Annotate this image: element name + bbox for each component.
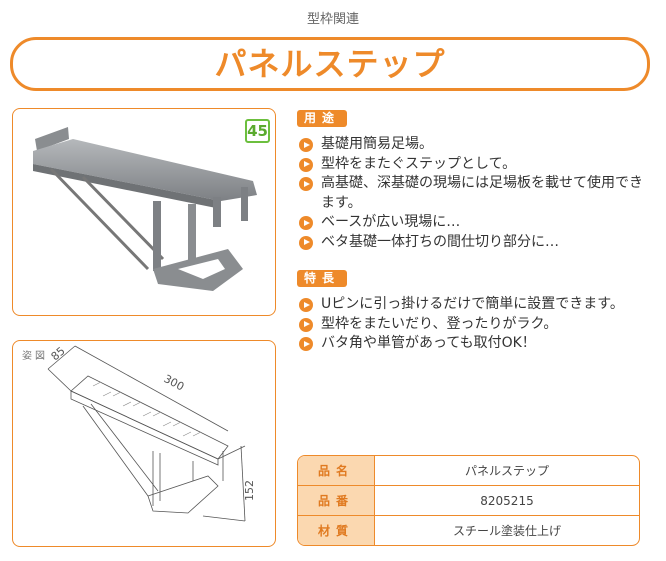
list-item: ベースが広い現場に…	[297, 213, 647, 233]
list-item: 基礎用簡易足場。	[297, 135, 647, 155]
step-photo-illustration	[33, 127, 257, 291]
play-bullet-icon	[299, 157, 313, 172]
step-line-drawing: 85 300 152	[47, 344, 256, 522]
list-item: 型枠をまたぐステップとして。	[297, 155, 647, 175]
dim-length: 300	[162, 372, 187, 393]
list-item: 型枠をまたいだり、登ったりがラク。	[297, 315, 647, 335]
play-bullet-icon	[299, 138, 313, 152]
table-row: 材質スチール塗装仕上げ	[298, 516, 639, 545]
features-heading: 特長	[297, 270, 347, 287]
dim-width: 85	[49, 344, 68, 363]
category-label: 型枠関連	[306, 12, 359, 27]
play-bullet-icon	[299, 235, 313, 250]
play-bullet-icon	[299, 177, 313, 191]
dim-height: 152	[243, 480, 256, 501]
usage-list: 基礎用簡易足場。 型枠をまたぐステップとして。 高基礎、深基礎の現場には足場板を…	[297, 135, 647, 252]
drawing-label: 姿図	[22, 351, 48, 362]
play-bullet-icon	[299, 298, 313, 312]
play-bullet-icon	[299, 317, 313, 332]
table-row: 品名パネルステップ	[298, 456, 639, 486]
play-bullet-icon	[299, 337, 313, 351]
features-list: Uピンに引っ掛けるだけで簡単に設置できます。 型枠をまたいだり、登ったりがラク。…	[297, 295, 647, 354]
list-item: バタ角や単管があっても取付OK！	[297, 334, 647, 354]
list-item: ベタ基礎一体打ちの間仕切り部分に…	[297, 233, 647, 253]
list-item: 高基礎、深基礎の現場には足場板を載せて使用できます。	[297, 174, 647, 213]
list-item: Uピンに引っ掛けるだけで簡単に設置できます。	[297, 295, 647, 315]
technical-drawing: 85 300 152	[12, 340, 276, 547]
product-photo	[12, 108, 276, 316]
page-number-badge: 45	[245, 119, 270, 143]
play-bullet-icon	[299, 216, 313, 230]
page-title: パネルステップ	[10, 37, 650, 91]
usage-heading: 用途	[297, 110, 347, 127]
